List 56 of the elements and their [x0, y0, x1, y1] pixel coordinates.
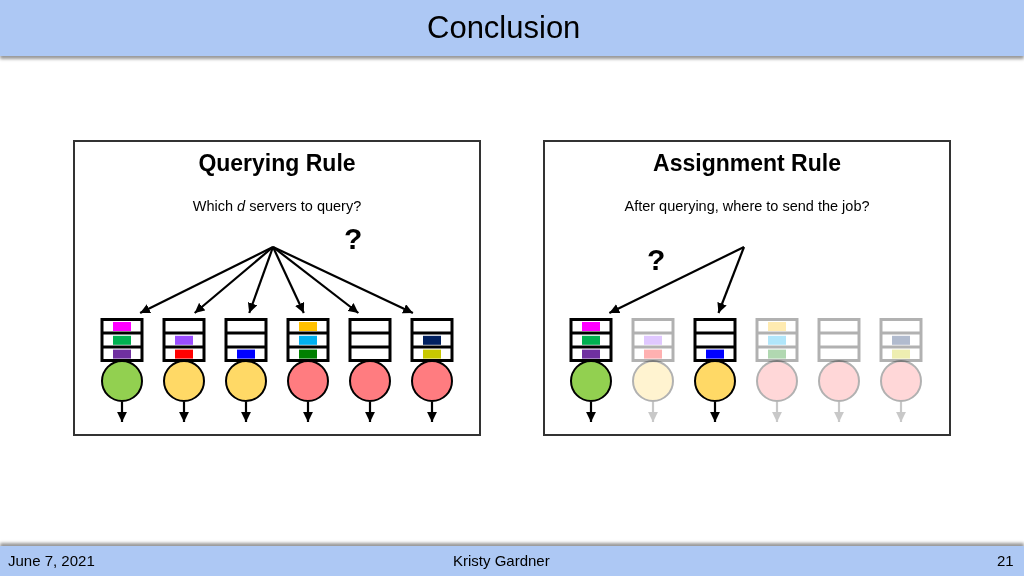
footer-author: Kristy Gardner	[453, 552, 550, 569]
panel-question: Which d servers to query?	[192, 198, 362, 214]
arrow	[896, 402, 906, 422]
slide-title: Conclusion	[427, 10, 581, 46]
server-circle	[287, 360, 329, 402]
arrow	[272, 246, 305, 314]
queue-drawing	[224, 318, 268, 362]
arrow	[303, 402, 313, 422]
question-mark: ?	[647, 243, 666, 277]
panel-box	[543, 140, 951, 436]
arrow	[247, 246, 275, 314]
queue-drawing	[162, 318, 206, 362]
queue-drawing	[569, 318, 613, 362]
footer-date: June 7, 2021	[8, 552, 95, 569]
arrow	[586, 402, 596, 422]
arrow	[179, 402, 189, 422]
arrow	[272, 246, 414, 314]
queue-drawing	[755, 318, 799, 362]
server-circle	[411, 360, 453, 402]
arrow	[710, 402, 720, 422]
arrow	[241, 402, 251, 422]
arrow	[139, 246, 274, 314]
panel-box	[73, 140, 481, 436]
arrow	[834, 402, 844, 422]
arrow	[193, 246, 274, 314]
server-circle	[225, 360, 267, 402]
panel-heading: Assignment Rule	[653, 150, 841, 177]
queue-drawing	[879, 318, 923, 362]
server-circle	[349, 360, 391, 402]
arrow	[772, 402, 782, 422]
queue-drawing	[286, 318, 330, 362]
server-circle	[756, 360, 798, 402]
server-circle	[163, 360, 205, 402]
arrow	[608, 246, 745, 314]
question-mark: ?	[344, 222, 363, 256]
arrow	[717, 246, 746, 314]
arrow	[648, 402, 658, 422]
queue-drawing	[410, 318, 454, 362]
server-circle	[694, 360, 736, 402]
panel-heading: Querying Rule	[198, 150, 356, 177]
arrow	[272, 246, 360, 314]
server-circle	[570, 360, 612, 402]
arrow	[117, 402, 127, 422]
queue-drawing	[100, 318, 144, 362]
server-circle	[101, 360, 143, 402]
panel-question: After querying, where to send the job?	[624, 198, 870, 214]
queue-drawing	[693, 318, 737, 362]
queue-drawing	[631, 318, 675, 362]
slide-number: 21	[997, 552, 1014, 569]
server-circle	[632, 360, 674, 402]
queue-drawing	[348, 318, 392, 362]
server-circle	[880, 360, 922, 402]
arrow	[427, 402, 437, 422]
queue-drawing	[817, 318, 861, 362]
server-circle	[818, 360, 860, 402]
arrow	[365, 402, 375, 422]
